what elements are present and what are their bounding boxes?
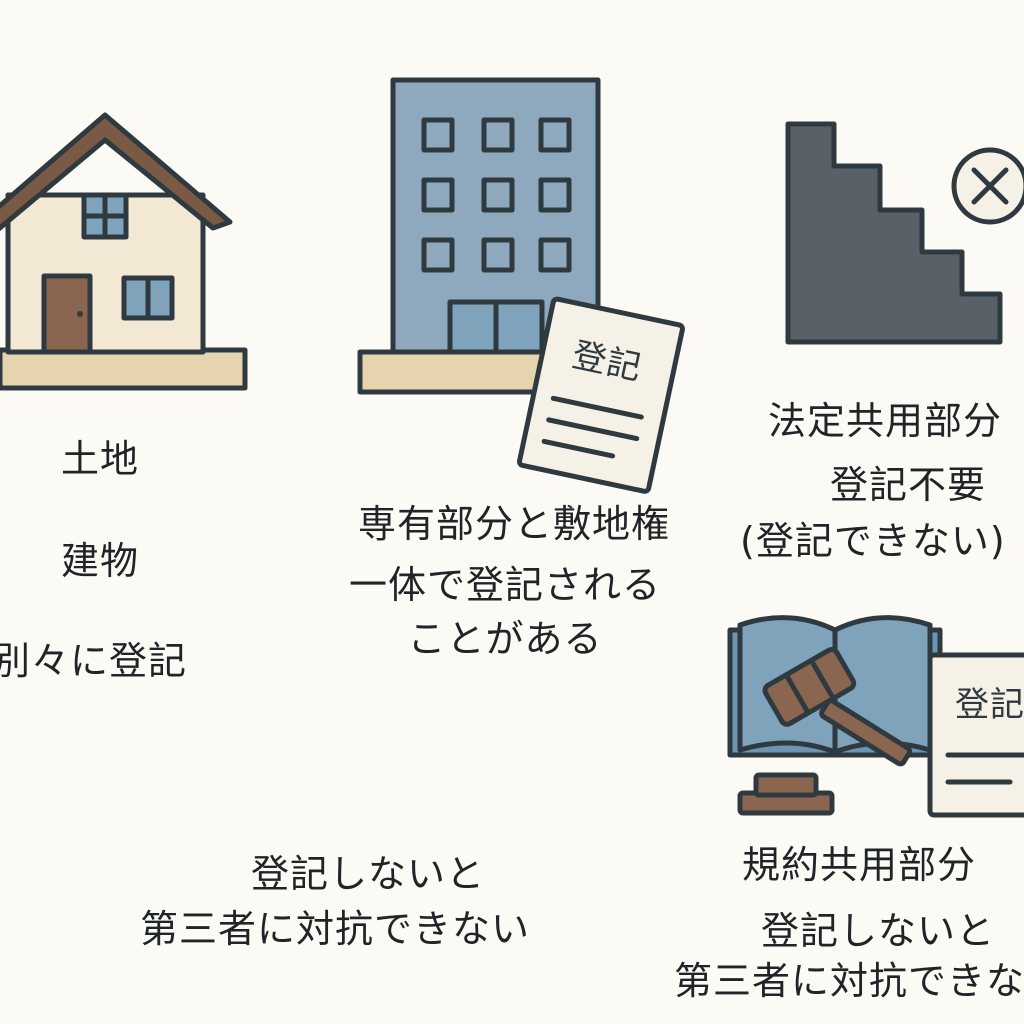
title-bylaw-common: 規約共用部分	[742, 843, 977, 887]
house-icon	[0, 112, 248, 391]
bottom-line-1: 登記しないと	[250, 852, 486, 896]
title-exclusive-part: 専有部分と敷地権	[357, 502, 671, 546]
registry-document-icon	[516, 296, 685, 494]
staircase-icon	[785, 121, 1003, 345]
center-line-2: ことがある	[407, 617, 603, 661]
doc-label-right: 登記	[955, 685, 1024, 725]
statutory-line-2: (登記できない)	[740, 519, 1006, 563]
bylaw-line-2: 第三者に対抗できない	[674, 959, 1024, 1003]
statutory-line-1: 登記不要	[829, 463, 987, 507]
registry-document-right-icon	[927, 652, 1024, 818]
label-separate-registration: 別々に登記	[0, 639, 188, 683]
bylaw-line-1: 登記しないと	[760, 909, 996, 953]
center-line-1: 一体で登記される	[348, 563, 662, 607]
bottom-line-2: 第三者に対抗できない	[139, 907, 531, 951]
gavel-icon	[737, 647, 913, 816]
label-building: 建物	[60, 539, 140, 583]
cross-circle-icon	[951, 147, 1024, 225]
label-land: 土地	[60, 437, 140, 481]
title-statutory-common: 法定共用部分	[768, 399, 1003, 443]
